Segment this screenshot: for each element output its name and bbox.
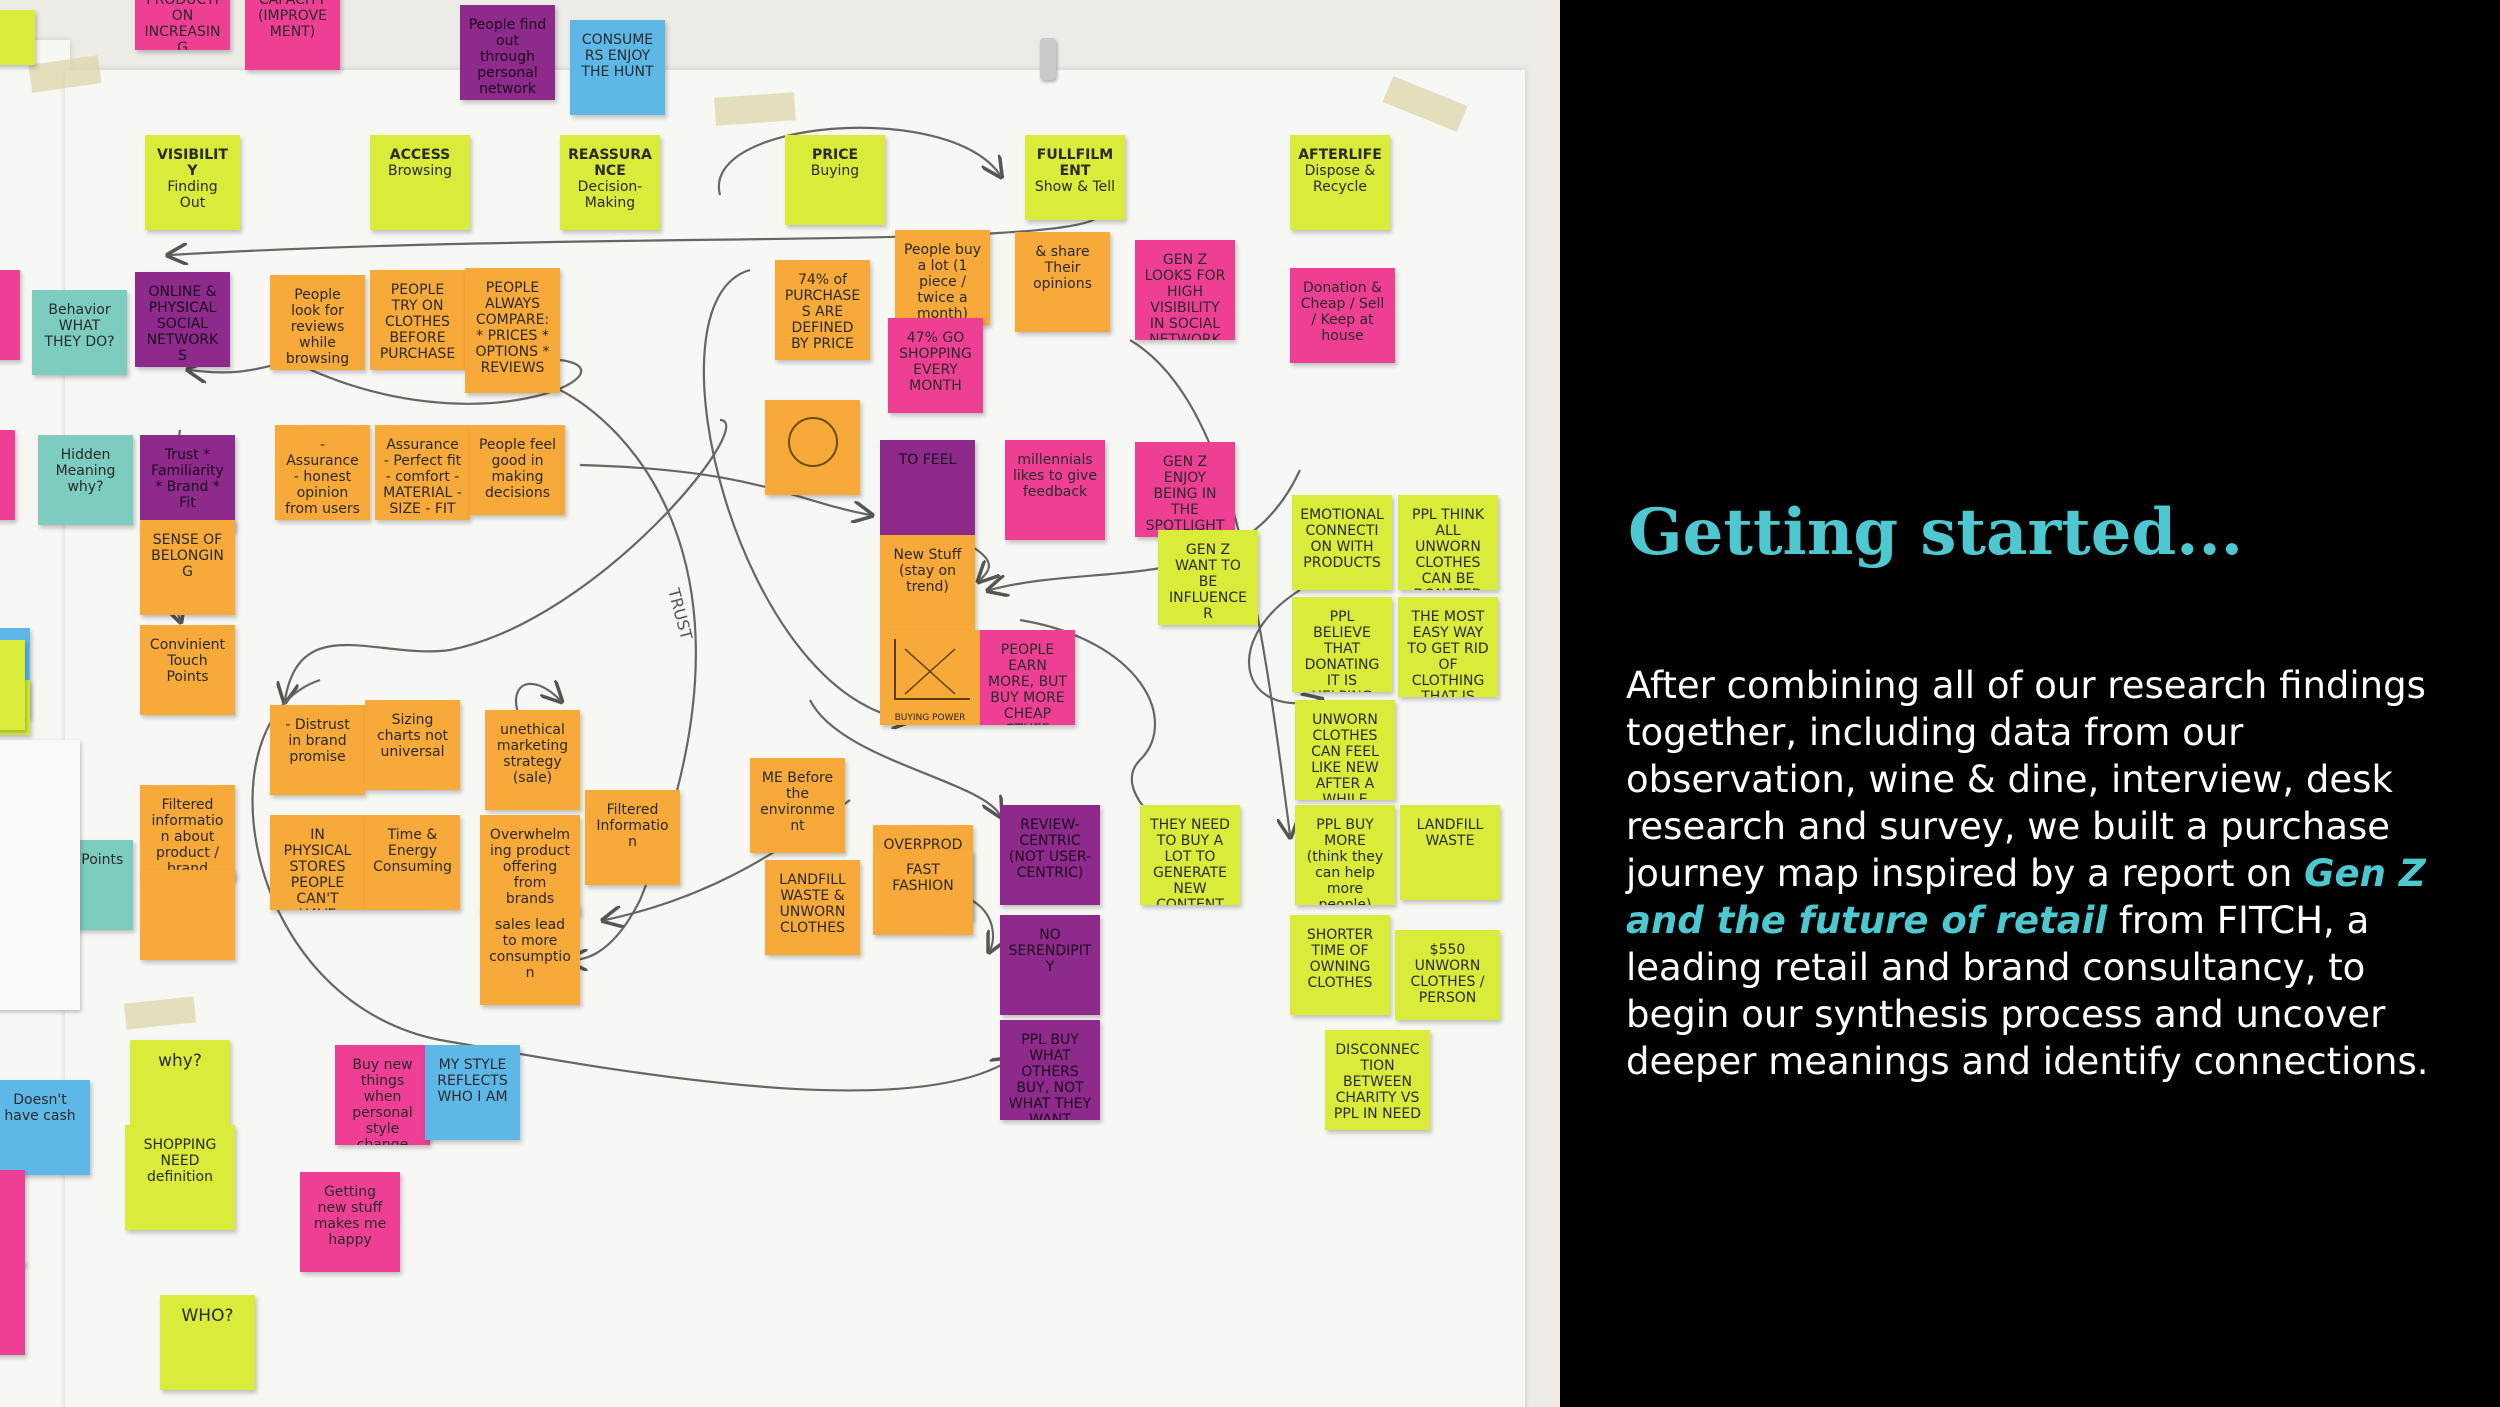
sticky-note: GEN Z WANT TO BE INFLUENCER	[1158, 530, 1258, 625]
sticky-note: EMOTIONAL CONNECTION WITH PRODUCTS	[1292, 495, 1392, 590]
sticky-note: Trust * Familiarity * Brand * Fit	[140, 435, 235, 530]
sticky-note: SHORTER TIME OF OWNING CLOTHES	[1290, 915, 1390, 1015]
sticky-note: Convinient Touch Points	[140, 625, 235, 715]
sticky-note: - Distrust in brand promise	[270, 705, 365, 795]
sticky-note: THEY NEED TO BUY A LOT TO GENERATE NEW C…	[1140, 805, 1240, 905]
sticky-note: unethical marketing strategy (sale)	[485, 710, 580, 810]
sticky-note: REVIEW-CENTRIC (NOT USER-CENTRIC)	[1000, 805, 1100, 905]
sticky-note: People find out through personal network	[460, 5, 555, 100]
sticky-note	[0, 430, 15, 520]
sticky-note: LANDFILL WASTE	[1400, 805, 1500, 900]
sticky-note: - Assurance - honest opinion from users	[275, 425, 370, 520]
sticky-note: Doesn't have cash	[0, 1080, 90, 1175]
sticky-note	[0, 1170, 25, 1265]
sticky-note: FAST FASHION	[873, 850, 973, 935]
sticky-note: TO FEEL	[880, 440, 975, 535]
sticky-note	[0, 1260, 25, 1355]
sticky-note: PPL BUY WHAT OTHERS BUY, NOT WHAT THEY W…	[1000, 1020, 1100, 1120]
sticky-note: DISCONNECTION BETWEEN CHARITY VS PPL IN …	[1325, 1030, 1430, 1130]
sticky-note: CAPACITY (IMPROVEMENT)	[245, 0, 340, 70]
sticky-note: GEN Z ENJOY BEING IN THE SPOTLIGHT	[1135, 442, 1235, 537]
body-text-intro: After combining all of our research find…	[1626, 664, 2426, 895]
sticky-note: CONSUMERS ENJOY THE HUNT	[570, 20, 665, 115]
sticky-note: Getting new stuff makes me happy	[300, 1172, 400, 1272]
text-panel: Getting started... After combining all o…	[1560, 0, 2500, 1407]
sticky-note: PEOPLE EARN MORE, BUT BUY MORE CHEAP STU…	[980, 630, 1075, 725]
sticky-note: SHOPPING NEED definition	[125, 1125, 235, 1230]
sticky-note: LANDFILL WASTE & UNWORN CLOTHES	[765, 860, 860, 955]
sticky-note	[765, 400, 860, 495]
chart-sticky-note: BUYING POWER	[880, 630, 980, 725]
sticky-note	[0, 640, 25, 730]
sticky-note: PPL BELIEVE THAT DONATING IT IS HELPING …	[1292, 597, 1392, 692]
buying-power-sketch-icon	[894, 639, 970, 700]
sticky-note: PPL BUY MORE (think they can help more p…	[1295, 805, 1395, 905]
sticky-note: Sizing charts not universal	[365, 700, 460, 790]
sticky-note: sales lead to more consumption	[480, 905, 580, 1005]
sticky-note: PPL THINK ALL UNWORN CLOTHES CAN BE DONA…	[1398, 495, 1498, 590]
sticky-note: $550 UNWORN CLOTHES / PERSON	[1395, 930, 1500, 1020]
sticky-note: THE MOST EASY WAY TO GET RID OF CLOTHING…	[1398, 597, 1498, 697]
sticky-note: Assurance - Perfect fit - comfort - MATE…	[375, 425, 470, 520]
sticky-note: People look for reviews while browsing	[270, 275, 365, 370]
sticky-note: New Stuff (stay on trend)	[880, 535, 975, 630]
sticky-note: PEOPLE ALWAYS COMPARE: * PRICES * OPTION…	[465, 268, 560, 393]
sketch-icon	[787, 417, 838, 467]
wall-hook	[1040, 38, 1056, 80]
page-title: Getting started...	[1628, 495, 2244, 570]
sticky-note: Buy new things when personal style chang…	[335, 1045, 430, 1145]
sticky-note: Filtered Information	[585, 790, 680, 885]
sticky-note: WHO?	[160, 1295, 255, 1390]
sticky-note: millennials likes to give feedback	[1005, 440, 1105, 540]
sticky-note: PRODUCTION INCREASING	[135, 0, 230, 50]
sticky-note: People buy a lot (1 piece / twice a mont…	[895, 230, 990, 325]
sticky-note: Overwhelming product offering from brand…	[480, 815, 580, 915]
sticky-note: 74% of PURCHASES ARE DEFINED BY PRICE	[775, 260, 870, 360]
sticky-note: MY STYLE REFLECTS WHO I AM	[425, 1045, 520, 1140]
sticky-note	[140, 870, 235, 960]
sticky-note	[0, 270, 20, 360]
sticky-note: & share Their opinions	[1015, 232, 1110, 332]
sticky-note: Filtered information about product / bra…	[140, 785, 235, 880]
sticky-note: UNWORN CLOTHES CAN FEEL LIKE NEW AFTER A…	[1295, 700, 1395, 800]
printed-sheet	[0, 740, 80, 1010]
sticky-note: why?	[130, 1040, 230, 1140]
sticky-note	[0, 10, 35, 65]
sticky-note: 47% GO SHOPPING EVERY MONTH	[888, 318, 983, 413]
sticky-note: Time & Energy Consuming	[365, 815, 460, 910]
sticky-note: Donation & Cheap / Sell / Keep at house	[1290, 268, 1395, 363]
sticky-note: SENSE OF BELONGING	[140, 520, 235, 615]
sticky-note: ME Before the environment	[750, 758, 845, 853]
sticky-note: People feel good in making decisions	[470, 425, 565, 515]
sticky-note: NO SERENDIPITY	[1000, 915, 1100, 1015]
journey-map-photo: TRUST PRODUCTION INCREASING CAPACITY (IM…	[0, 0, 1560, 1407]
sticky-note: ONLINE & PHYSICAL SOCIAL NETWORKS	[135, 272, 230, 367]
report-title-highlight: Gen Z and the future of retail	[1626, 852, 2426, 942]
sticky-note: PEOPLE TRY ON CLOTHES BEFORE PURCHASE	[370, 270, 465, 370]
sticky-note: GEN Z LOOKS FOR HIGH VISIBILITY IN SOCIA…	[1135, 240, 1235, 340]
body-paragraph: After combining all of our research find…	[1626, 662, 2456, 1085]
body-text-outro: from FITCH, a leading retail and brand c…	[1626, 899, 2429, 1083]
sticky-note: IN PHYSICAL STORES PEOPLE CAN'T HAVE REV…	[270, 815, 365, 910]
